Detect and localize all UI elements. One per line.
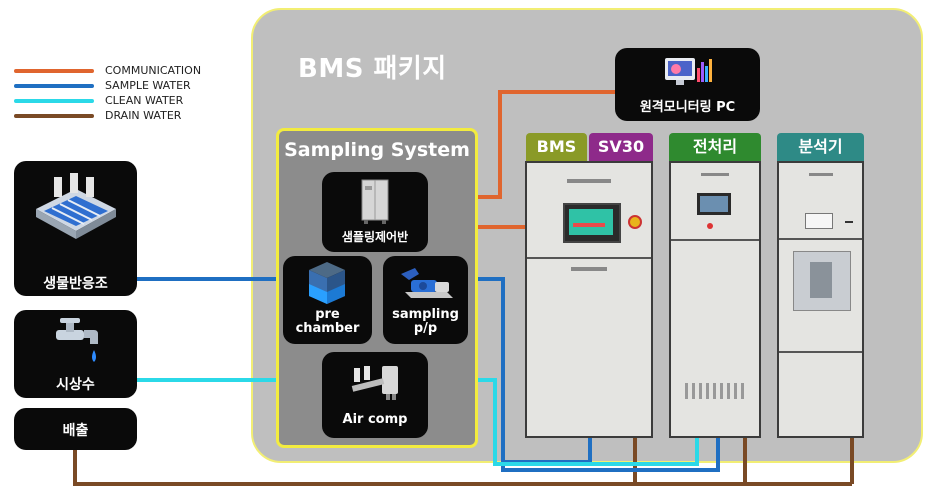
tab-pretreatment: 전처리 bbox=[669, 133, 761, 161]
nameplate bbox=[567, 179, 611, 183]
handle-icon bbox=[845, 221, 853, 223]
legend-swatch-communication bbox=[14, 69, 94, 73]
remote-pc-label: 원격모니터링 PC bbox=[639, 100, 736, 115]
analyzer-cabinet bbox=[777, 161, 864, 438]
pump-icon bbox=[401, 268, 453, 298]
air-compressor-box: Air comp bbox=[322, 352, 428, 438]
legend-swatch-clean-water bbox=[14, 99, 94, 103]
package-title: BMS 패키지 bbox=[298, 54, 447, 84]
pretreatment-screen bbox=[697, 193, 731, 215]
legend-label-clean-water: CLEAN WATER bbox=[105, 94, 184, 107]
discharge-label: 배출 bbox=[62, 423, 89, 439]
legend-label-sample-water: SAMPLE WATER bbox=[105, 79, 191, 92]
tap-water-label: 시상수 bbox=[56, 377, 95, 393]
cabinet-divider bbox=[671, 239, 759, 241]
pretreatment-cabinet bbox=[669, 161, 761, 438]
legend-swatch-drain-water bbox=[14, 114, 94, 118]
emergency-stop-icon bbox=[628, 215, 642, 229]
sampling-control-panel-box: 샘플링제어반 bbox=[322, 172, 428, 252]
nameplate-lower bbox=[571, 267, 607, 271]
hmi-screen bbox=[563, 203, 621, 243]
analyzer-display bbox=[805, 213, 833, 229]
air-compressor-icon bbox=[351, 366, 398, 400]
nameplate bbox=[809, 173, 833, 176]
tab-analyzer: 분석기 bbox=[777, 133, 864, 161]
sampling-system-title: Sampling System bbox=[284, 139, 470, 161]
remote-pc-box: 원격모니터링 PC bbox=[615, 48, 760, 121]
indicator-light-icon bbox=[707, 223, 713, 229]
bioreactor-tank-icon bbox=[36, 173, 116, 239]
drain-pipes bbox=[73, 438, 854, 486]
pre-chamber-box: pre chamber bbox=[283, 256, 372, 344]
legend-label-communication: COMMUNICATION bbox=[105, 64, 202, 77]
cabinet-divider bbox=[527, 257, 651, 259]
chamber-cube-icon bbox=[309, 262, 345, 304]
air-compressor-label: Air comp bbox=[342, 412, 408, 427]
sampling-control-panel-label: 샘플링제어반 bbox=[341, 230, 409, 244]
bioreactor-label: 생물반응조 bbox=[43, 276, 108, 292]
tab-bms: BMS bbox=[526, 133, 587, 161]
cabinet-divider bbox=[779, 351, 862, 353]
discharge-box: 배출 bbox=[14, 408, 137, 450]
legend-swatch-sample-water bbox=[14, 84, 94, 88]
bioreactor-box: 생물반응조 bbox=[14, 161, 137, 296]
legend-label-drain-water: DRAIN WATER bbox=[105, 109, 182, 122]
pre-chamber-label: pre chamber bbox=[295, 307, 360, 336]
sampling-pump-box: sampling p/p bbox=[383, 256, 468, 344]
water-faucet-icon bbox=[56, 318, 98, 362]
analyzer-window bbox=[793, 251, 851, 311]
bms-sv30-cabinet bbox=[525, 161, 653, 438]
monitor-chart-icon bbox=[665, 58, 712, 85]
tap-water-box: 시상수 bbox=[14, 310, 137, 398]
nameplate bbox=[701, 173, 729, 176]
control-cabinet-icon bbox=[361, 179, 389, 224]
cabinet-divider bbox=[779, 238, 862, 240]
tab-sv30: SV30 bbox=[589, 133, 653, 161]
sampling-pump-label: sampling p/p bbox=[392, 307, 459, 336]
vent-grille bbox=[685, 383, 745, 399]
